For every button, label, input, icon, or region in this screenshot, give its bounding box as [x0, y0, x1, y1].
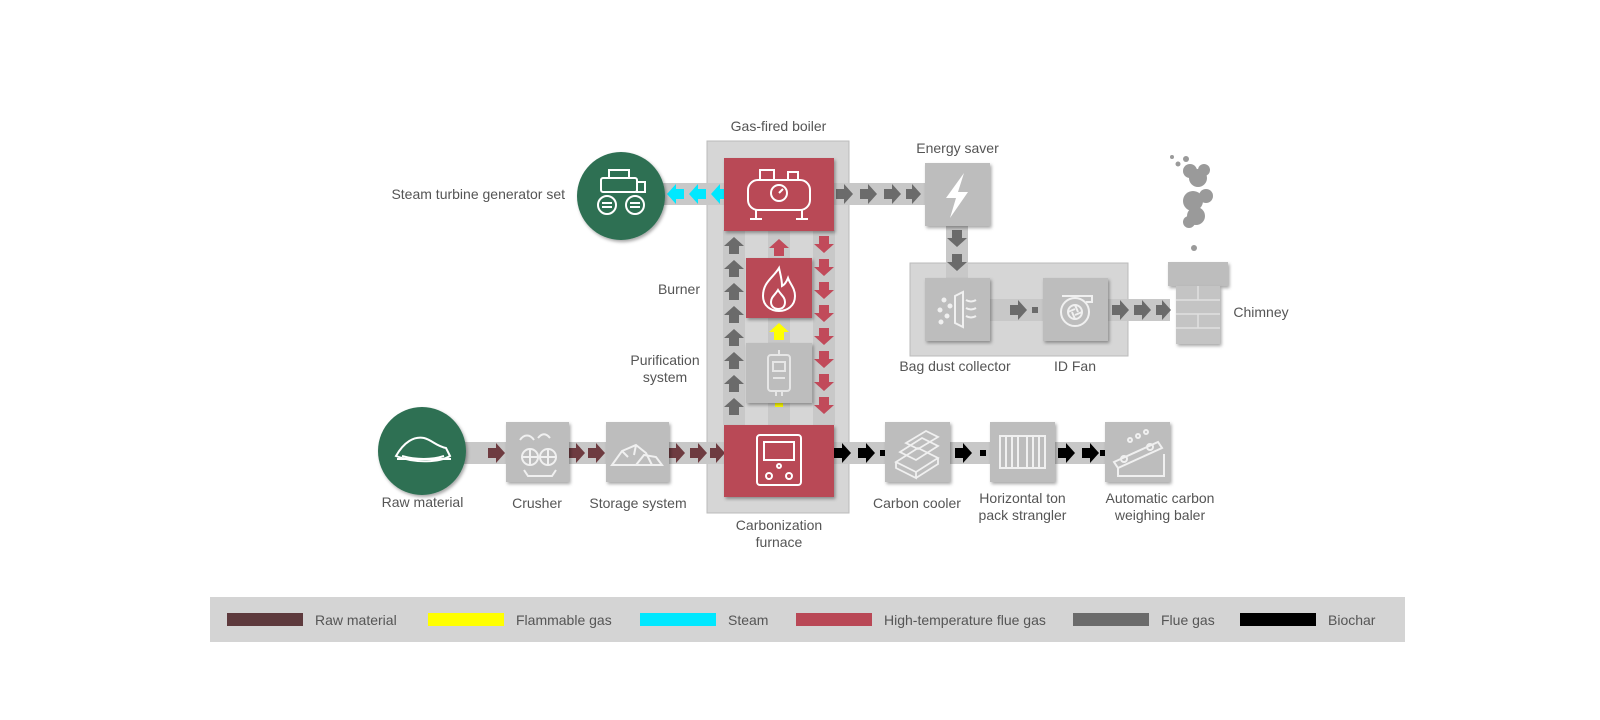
legend-swatch — [428, 613, 504, 626]
storage-box — [606, 422, 669, 482]
legend-steam: Steam — [640, 597, 768, 642]
flame-icon — [761, 265, 797, 313]
rocks-icon — [610, 443, 664, 466]
id-fan-box — [1043, 278, 1108, 341]
fan-icon — [1060, 295, 1093, 327]
legend-label: Biochar — [1328, 611, 1376, 628]
label-carbonization: Carbonization furnace — [735, 517, 823, 550]
bag-dust-collector — [925, 278, 990, 341]
hot-flue-gas-arrows — [769, 236, 834, 414]
legend: Raw material Flammable gas Steam High-te… — [210, 597, 1405, 642]
flammable-gas-arrows — [769, 323, 789, 407]
legend-flue-gas: Flue gas — [1073, 597, 1215, 642]
lightning-icon — [946, 173, 968, 218]
label-crusher: Crusher — [512, 495, 562, 511]
label-strangler: Horizontal ton pack strangler — [978, 490, 1067, 523]
legend-swatch — [1073, 613, 1149, 626]
pipe-right-vertical — [813, 230, 835, 425]
label-steam-turbine: Steam turbine generator set — [391, 186, 565, 202]
raw-material-icon — [394, 436, 452, 463]
pipe-boiler-to-saver — [830, 183, 925, 205]
label-bag-dust: Bag dust collector — [899, 358, 1011, 374]
furnace-icon — [756, 434, 802, 486]
legend-swatch — [1240, 613, 1316, 626]
steam-arrows — [667, 184, 728, 204]
smoke-icon — [1170, 155, 1213, 251]
raw-material-arrows — [488, 443, 725, 463]
coal-stack-icon — [894, 429, 940, 480]
biochar-arrows — [834, 443, 1106, 463]
label-raw-material: Raw material — [381, 494, 464, 510]
label-purification: Purification system — [630, 352, 700, 385]
purification-box — [746, 343, 812, 403]
label-chimney: Chimney — [1233, 304, 1289, 320]
raw-material-source — [378, 407, 466, 495]
label-id-fan: ID Fan — [1053, 358, 1096, 374]
pipe-left-vertical — [723, 230, 745, 425]
burner-box — [746, 258, 812, 318]
carbonization-furnace — [724, 425, 834, 497]
energy-saver-box — [925, 163, 990, 226]
pack-strangler-icon — [999, 435, 1046, 469]
legend-swatch — [796, 613, 872, 626]
legend-hot-flue-gas: High-temperature flue gas — [796, 597, 1046, 642]
legend-swatch — [227, 613, 303, 626]
legend-label: High-temperature flue gas — [884, 611, 1046, 628]
label-storage: Storage system — [589, 495, 687, 511]
legend-swatch — [640, 613, 716, 626]
legend-label: Steam — [728, 611, 769, 628]
legend-raw-material: Raw material — [227, 597, 397, 642]
gas-fired-boiler — [724, 158, 834, 231]
strangler-box — [990, 422, 1055, 482]
label-burner: Burner — [657, 281, 700, 297]
dust-filter-icon — [937, 290, 977, 329]
chimney-icon — [1176, 286, 1220, 329]
crusher-icon — [519, 433, 557, 477]
baler-box — [1105, 422, 1170, 482]
label-energy-saver: Energy saver — [916, 140, 999, 156]
crusher-box — [506, 422, 569, 482]
steam-turbine-generator — [577, 152, 665, 240]
carbon-cooler-box — [885, 422, 950, 482]
label-gas-fired-boiler: Gas-fired boiler — [730, 118, 827, 134]
flue-gas-arrows — [724, 184, 1171, 415]
label-carbon-cooler: Carbon cooler — [873, 495, 961, 511]
legend-label: Flue gas — [1161, 611, 1215, 628]
legend-flammable-gas: Flammable gas — [428, 597, 612, 642]
chimney-box — [1168, 262, 1228, 344]
legend-label: Raw material — [315, 611, 397, 628]
baler-icon — [1112, 429, 1165, 477]
purifier-icon — [767, 350, 791, 396]
legend-label: Flammable gas — [516, 611, 612, 628]
legend-biochar: Biochar — [1240, 597, 1375, 642]
boiler-icon — [747, 169, 811, 220]
tractor-icon — [597, 169, 646, 215]
label-baler: Automatic carbon weighing baler — [1105, 490, 1215, 523]
